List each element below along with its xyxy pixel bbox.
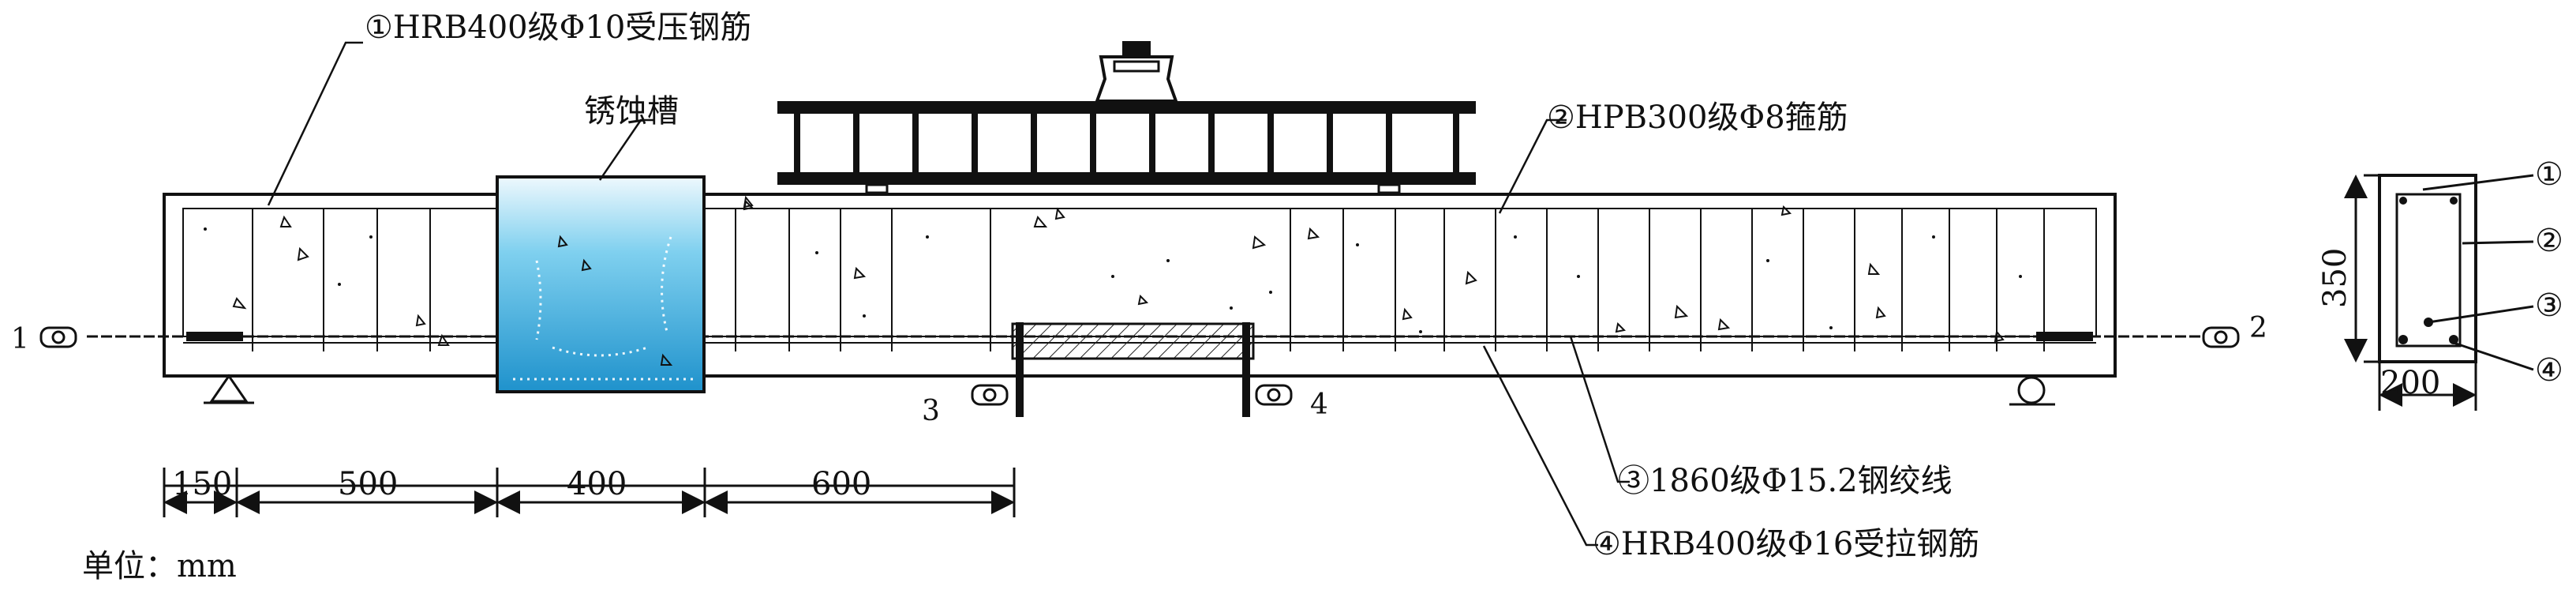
cross-section xyxy=(2344,174,2534,411)
label-compression-rebar: ①HRB400级Φ10受压钢筋 xyxy=(365,9,751,46)
sensor-3-label: 3 xyxy=(922,395,940,427)
dimension-line xyxy=(163,468,1016,517)
sensor-1-icon xyxy=(39,326,77,348)
dim-600: 600 xyxy=(811,466,871,502)
sensor-4-label: 4 xyxy=(1310,389,1328,421)
dim-400: 400 xyxy=(567,466,627,502)
pin-support-icon xyxy=(209,374,249,403)
sensors xyxy=(39,326,2240,406)
label-corrosion-tank: 锈蚀槽 xyxy=(584,93,679,130)
anchor-right xyxy=(2036,332,2093,341)
section-height: 350 xyxy=(2317,248,2353,308)
label-tension-rebar: ④HRB400级Φ16受拉钢筋 xyxy=(1593,526,1979,562)
label-stirrup: ②HPB300级Φ8箍筋 xyxy=(1547,100,1848,136)
sensor-3-icon xyxy=(971,384,1009,406)
section-mark-4: ④ xyxy=(2535,352,2563,389)
section-mark-2: ② xyxy=(2535,223,2563,259)
loading-frame xyxy=(777,41,1476,194)
strain-zone xyxy=(1011,322,1255,417)
actuator-icon xyxy=(1122,41,1151,55)
section-mark-1: ① xyxy=(2535,156,2563,193)
section-mark-3: ③ xyxy=(2535,287,2563,324)
dim-500: 500 xyxy=(338,466,398,502)
anchor-left xyxy=(186,332,243,341)
supports xyxy=(204,374,2055,406)
label-strand: ③1860级Φ15.2钢绞线 xyxy=(1618,463,1953,499)
section-width: 200 xyxy=(2380,365,2440,401)
sensor-2-label: 2 xyxy=(2249,312,2267,344)
sensor-1-label: 1 xyxy=(11,323,29,355)
dim-150: 150 xyxy=(172,466,232,502)
aggregate-dots xyxy=(204,227,2022,333)
leader-lines xyxy=(267,41,1630,547)
corrosion-tank xyxy=(496,175,706,393)
sensor-2-icon xyxy=(2202,326,2240,348)
stirrups xyxy=(252,209,2045,351)
sensor-4-icon xyxy=(1255,384,1293,406)
roller-support-icon xyxy=(2017,376,2046,404)
unit-label: 单位：mm xyxy=(82,548,237,584)
beam xyxy=(87,193,2202,378)
actuator-head xyxy=(1095,55,1178,103)
